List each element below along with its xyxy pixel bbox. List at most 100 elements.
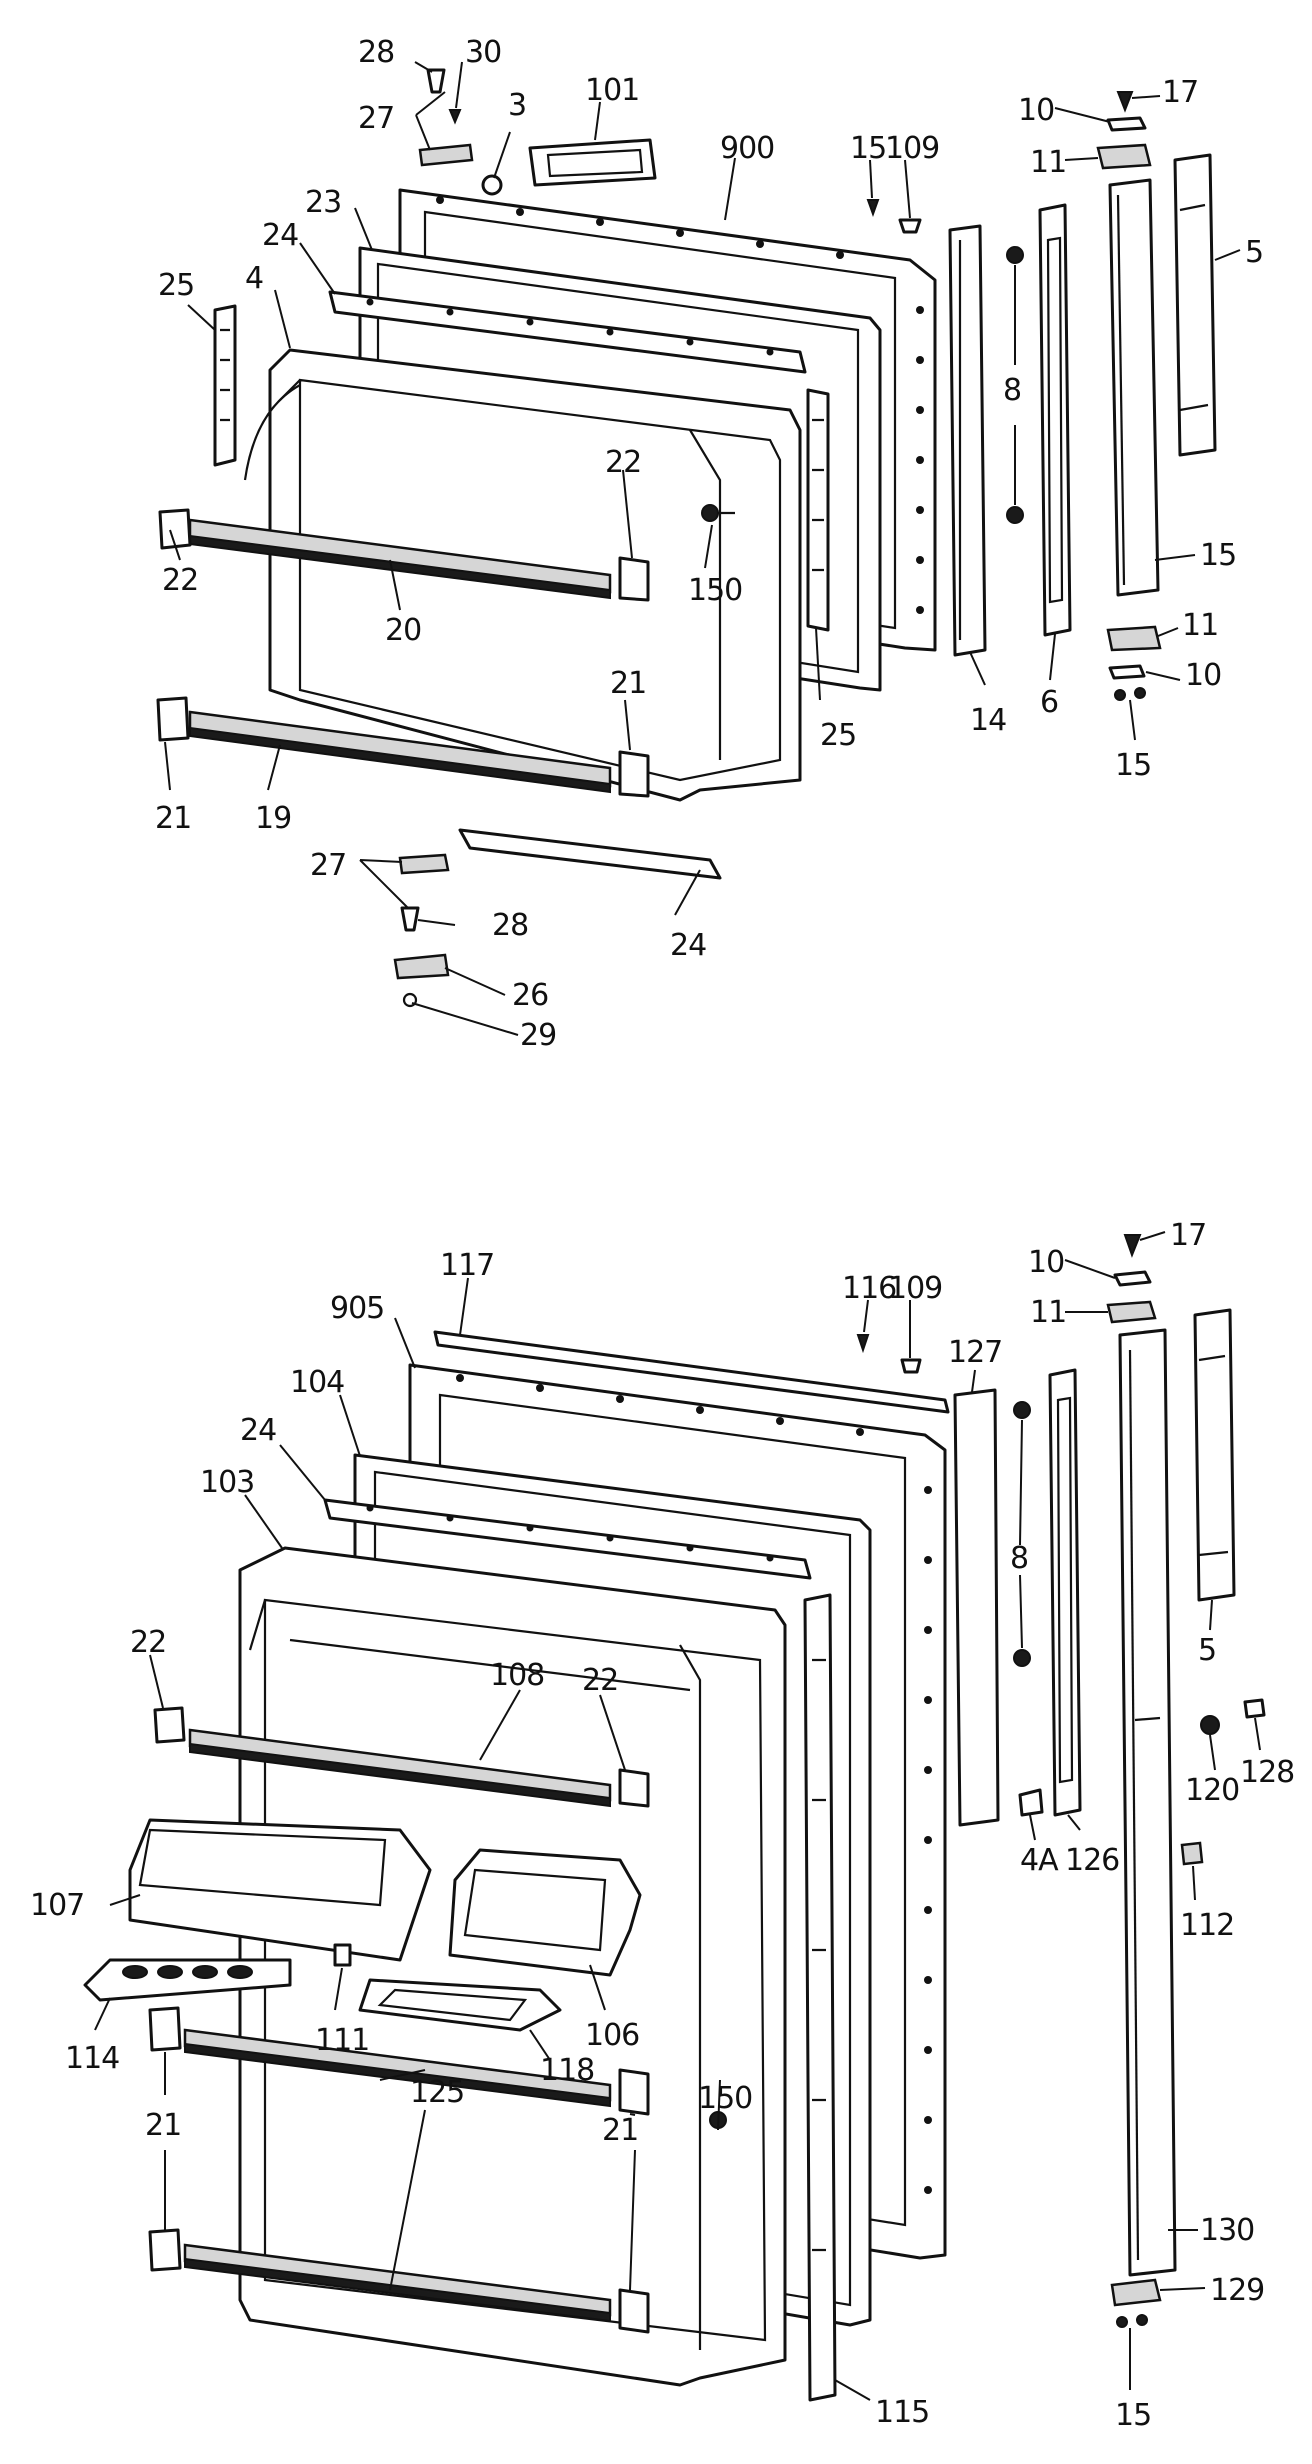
plug-128 — [1243, 1698, 1266, 1719]
hinge-bracket-11 — [1106, 1300, 1157, 1324]
top-trim-117 — [433, 1330, 950, 1414]
screw-8-top — [1013, 1401, 1031, 1419]
callout-118: 118 — [540, 2053, 594, 2088]
lower-door-assembly: 10 17 117 116 109 11 905 127 104 24 103 … — [30, 1218, 1295, 2433]
side-trim-115 — [803, 1593, 837, 2402]
callout-27: 27 — [310, 848, 346, 883]
callout-21: 21 — [145, 2108, 181, 2143]
callout-21: 21 — [610, 666, 646, 701]
callout-11: 11 — [1030, 1295, 1066, 1330]
latch-111 — [333, 1943, 352, 1967]
callout-3: 3 — [508, 88, 526, 123]
callout-106: 106 — [585, 2018, 639, 2053]
handle-channel-15 — [1108, 178, 1160, 597]
screw-15-top — [866, 199, 880, 217]
callout-21: 21 — [155, 801, 191, 836]
shelf-end-cap-21-top-right — [618, 2068, 650, 2116]
screw-8-top — [1006, 246, 1024, 264]
callout-26: 26 — [512, 978, 548, 1013]
callout-29: 29 — [520, 1018, 556, 1053]
callout-900: 900 — [720, 131, 774, 166]
lower-callouts: 10 17 117 116 109 11 905 127 104 24 103 … — [30, 1218, 1295, 2433]
callout-17: 17 — [1162, 75, 1198, 110]
upper-leader-lines — [164, 61, 1241, 1036]
door-shelf-bar-108 — [188, 1728, 612, 1808]
callout-28: 28 — [358, 35, 394, 70]
callout-117: 117 — [440, 1248, 494, 1283]
callout-28: 28 — [492, 908, 528, 943]
door-bin-106 — [448, 1848, 642, 1977]
callout-120: 120 — [1185, 1773, 1239, 1808]
upper-callouts: 28 30 27 3 101 900 15 109 10 17 11 5 23 … — [155, 35, 1264, 1053]
callout-11: 11 — [1030, 145, 1066, 180]
callout-21: 21 — [602, 2113, 638, 2148]
hinge-26 — [393, 953, 450, 980]
callout-15: 15 — [1200, 538, 1236, 573]
callout-10: 10 — [1018, 93, 1054, 128]
callout-127: 127 — [948, 1335, 1002, 1370]
door-handle-5 — [1193, 1308, 1236, 1602]
callout-5: 5 — [1245, 235, 1263, 270]
callout-17: 17 — [1170, 1218, 1206, 1253]
callout-11: 11 — [1182, 608, 1218, 643]
hinge-plate-27-bottom — [398, 853, 450, 875]
callout-6: 6 — [1040, 685, 1058, 720]
callout-15: 15 — [850, 131, 886, 166]
shelf-end-cap-21-right — [618, 750, 650, 798]
trim-strip-24 — [323, 1498, 812, 1580]
callout-15: 15 — [1115, 748, 1151, 783]
hinge-bar-6 — [1038, 203, 1072, 637]
callout-30: 30 — [465, 35, 501, 70]
hinge-cover-14 — [948, 224, 987, 657]
door-shelf-bar-19 — [188, 710, 612, 794]
bushing-4a — [1018, 1788, 1044, 1817]
callout-104: 104 — [290, 1365, 344, 1400]
screws-15 — [1116, 2314, 1148, 2328]
callout-150: 150 — [698, 2081, 752, 2116]
callout-111: 111 — [315, 2023, 369, 2058]
bushing-3 — [481, 174, 503, 196]
callout-23: 23 — [305, 185, 341, 220]
shelf-end-cap-22-left — [158, 508, 192, 550]
shelf-end-cap-22-right — [618, 556, 650, 602]
callout-101: 101 — [585, 73, 639, 108]
egg-tray-114 — [83, 1958, 292, 2002]
shelf-end-cap-21-top-left — [148, 2006, 182, 2052]
trim-strip-24-bottom — [458, 828, 722, 880]
hinge-bar-126 — [1048, 1368, 1082, 1817]
callout-125: 125 — [410, 2075, 464, 2110]
screw-150 — [701, 504, 735, 522]
hinge-shim-10 — [1113, 1270, 1152, 1287]
screw-17-top — [1116, 91, 1134, 113]
screw-17 — [1123, 1234, 1142, 1258]
callout-112: 112 — [1180, 1908, 1234, 1943]
callout-24: 24 — [262, 218, 298, 253]
callout-27: 27 — [358, 101, 394, 136]
callout-107: 107 — [30, 1888, 84, 1923]
callout-108: 108 — [490, 1658, 544, 1693]
shelf-end-cap-22-left — [153, 1706, 186, 1744]
hinge-shim-10-top — [1106, 116, 1147, 132]
callout-109: 109 — [885, 131, 939, 166]
callout-129: 129 — [1210, 2273, 1264, 2308]
upper-door-assembly: 28 30 27 3 101 900 15 109 10 17 11 5 23 … — [155, 35, 1264, 1053]
butter-dish-118 — [358, 1978, 562, 2032]
callout-22: 22 — [605, 445, 641, 480]
screws-15-bottom — [1114, 687, 1146, 701]
callout-15: 15 — [1115, 2398, 1151, 2433]
callout-4a: 4A — [1020, 1843, 1059, 1878]
callout-20: 20 — [385, 613, 421, 648]
hinge-shim-10-bottom — [1108, 664, 1146, 680]
callout-19: 19 — [255, 801, 291, 836]
screw-30 — [448, 109, 462, 125]
hinge-bracket-11-top — [1096, 143, 1152, 170]
hinge-pin-28-top — [426, 68, 446, 94]
screw-8-bottom — [1006, 506, 1024, 524]
door-shelf-bar-125-top — [183, 2028, 612, 2108]
callout-22: 22 — [130, 1625, 166, 1660]
handle-channel-130 — [1118, 1328, 1177, 2277]
callout-22: 22 — [582, 1663, 618, 1698]
screw-8-bottom — [1013, 1649, 1031, 1667]
callout-8: 8 — [1003, 373, 1021, 408]
callout-114: 114 — [65, 2041, 119, 2076]
